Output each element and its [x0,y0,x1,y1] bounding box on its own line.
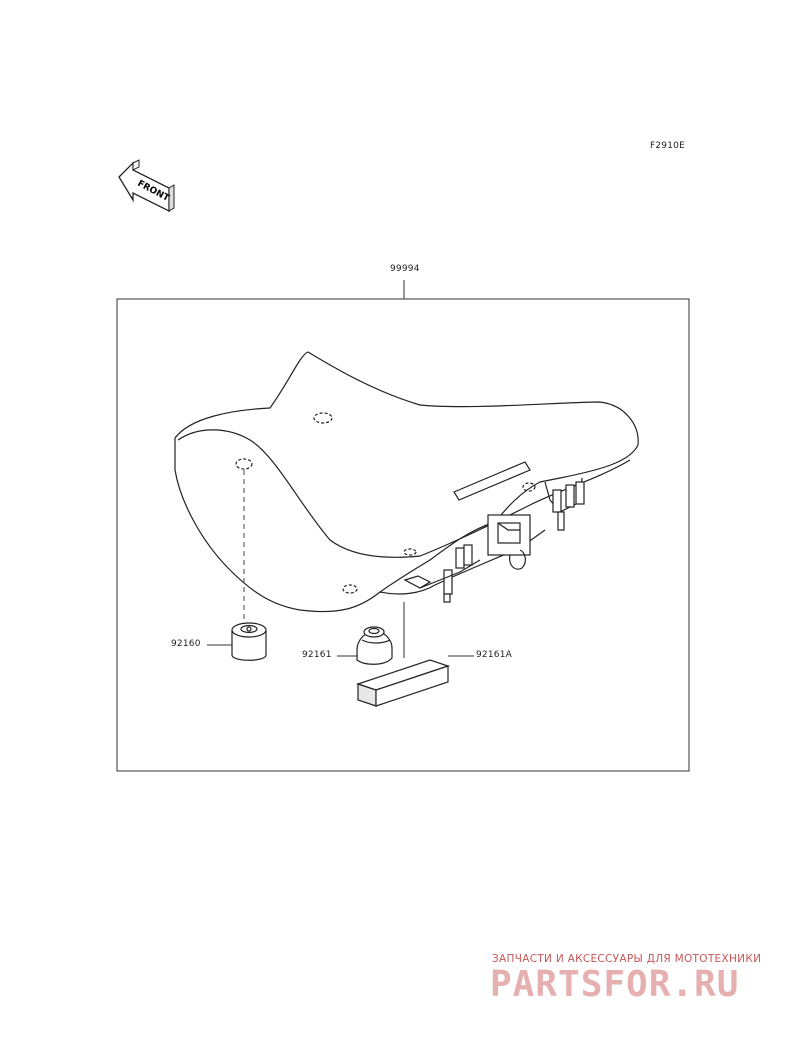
seat-illustration [174,351,639,613]
damper-b-illustration [356,626,393,665]
part-number-damper-a[interactable]: 92160 [171,639,201,649]
damper-a-illustration [231,622,267,661]
watermark-tagline: ЗАПЧАСТИ И АКСЕССУАРЫ ДЛЯ МОТОТЕХНИКИ [492,953,762,965]
watermark-brand: PARTSFOR.RU [490,964,740,1005]
part-number-damper-c[interactable]: 92161A [476,650,512,660]
part-number-damper-b[interactable]: 92161 [302,650,332,660]
damper-c-illustration [356,659,450,707]
assembly-frame [116,298,690,772]
figure-code: F2910E [650,141,685,151]
part-number-assembly[interactable]: 99994 [390,264,420,274]
front-arrow-icon: FRONT [118,159,175,213]
